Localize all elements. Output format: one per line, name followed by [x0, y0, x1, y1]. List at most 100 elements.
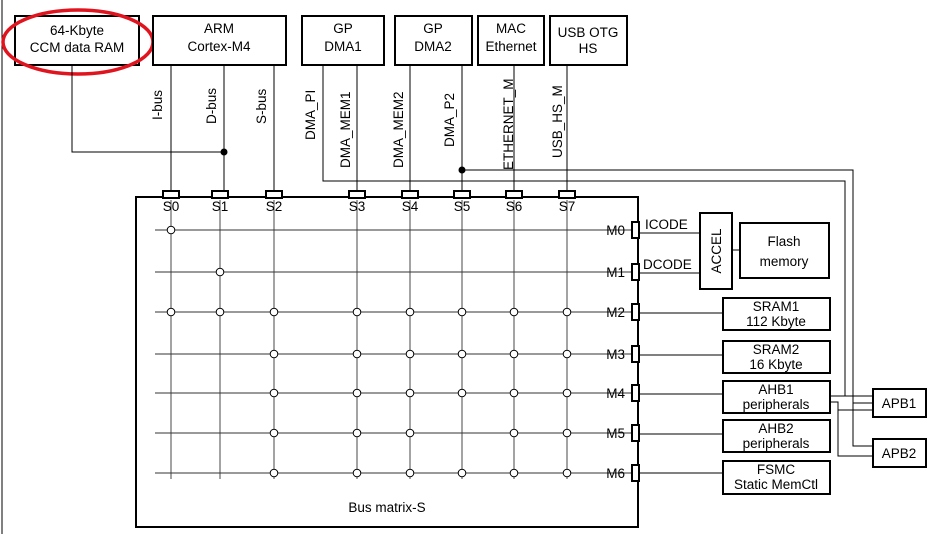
- flash-memory-box: Flash memory: [739, 222, 830, 279]
- crossbar-node: [562, 349, 572, 359]
- dma-p2-apb2-line: [852, 403, 873, 447]
- gp-dma1-box: GP DMA1: [301, 15, 385, 66]
- usb-label-line2: HS: [579, 41, 598, 56]
- slave-port-tab: [558, 190, 576, 199]
- slave-port-tab: [348, 190, 366, 199]
- slave-port-label: S7: [559, 199, 576, 214]
- crossbar-node: [457, 307, 467, 317]
- master-port-label: M3: [606, 347, 625, 362]
- crossbar-node: [509, 349, 519, 359]
- ahb1-peripherals-box: AHB1 peripherals: [638, 380, 831, 414]
- flash-label-line2: memory: [760, 254, 809, 269]
- ibus-label: I-bus: [150, 90, 165, 120]
- master-port-tab: [631, 221, 640, 239]
- crossbar-node: [562, 388, 572, 398]
- ahb1-apb1-feed-line: [830, 401, 873, 411]
- usb-otg-hs-box: USB OTG HS: [549, 15, 628, 66]
- icode-label: ICODE: [645, 217, 688, 232]
- dma-pi-line: [322, 65, 873, 397]
- crossbar-node: [562, 428, 572, 438]
- crossbar-node: [405, 307, 415, 317]
- bus-matrix-label: Bus matrix-S: [348, 500, 425, 515]
- ethernet-m-label: ETHERNET_M: [501, 78, 516, 170]
- usb-label-line1: USB OTG: [558, 25, 619, 40]
- master-port-label: M0: [606, 223, 625, 238]
- accel-box: ACCEL: [699, 212, 733, 290]
- crossbar-node: [562, 468, 572, 478]
- slave-port-label: S3: [349, 199, 366, 214]
- dma-p2-junction-dot: [458, 166, 466, 174]
- sram1-label-line1: SRAM1: [753, 299, 800, 314]
- slave-port-tab: [401, 190, 419, 199]
- dma-mem1-label: DMA_MEM1: [338, 91, 353, 168]
- crossbar-node: [269, 307, 279, 317]
- fsmc-box: FSMC Static MemCtl: [638, 460, 831, 495]
- crossbar-node: [509, 468, 519, 478]
- crossbar-node: [562, 307, 572, 317]
- slave-port-label: S0: [163, 199, 180, 214]
- slave-port-tab: [505, 190, 523, 199]
- crossbar-node: [509, 307, 519, 317]
- fsmc-label-line1: FSMC: [757, 462, 795, 477]
- crossbar-node: [509, 428, 519, 438]
- slave-port-label: S5: [454, 199, 471, 214]
- master-port-tab: [631, 464, 640, 482]
- apb2-label: APB2: [882, 446, 917, 461]
- dma-p2-label: DMA_P2: [442, 93, 457, 147]
- dma1-label-line1: GP: [333, 21, 353, 36]
- sram2-box: SRAM2 16 Kbyte: [638, 340, 831, 374]
- crossbar-node: [405, 428, 415, 438]
- crossbar-node: [166, 307, 176, 317]
- dma2-label-line2: DMA2: [414, 39, 452, 54]
- accel-label: ACCEL: [709, 228, 724, 274]
- crossbar-node: [215, 267, 225, 277]
- crossbar-nodes: [166, 225, 572, 478]
- slave-port-label: S6: [506, 199, 523, 214]
- master-port-label: M6: [606, 466, 625, 481]
- master-port-label: M2: [606, 305, 625, 320]
- dma-mem2-label: DMA_MEM2: [391, 91, 406, 168]
- dma-pi-label: DMA_PI: [303, 90, 318, 140]
- ccm-to-dbus-line: [71, 65, 224, 153]
- crossbar-node: [269, 388, 279, 398]
- usb-hs-m-label: USB_HS_M: [550, 85, 565, 158]
- arm-label-line2: Cortex-M4: [187, 39, 251, 54]
- dbus-label: D-bus: [204, 88, 219, 124]
- slave-port-label: S2: [266, 199, 283, 214]
- fsmc-label-line2: Static MemCtl: [734, 477, 818, 492]
- crossbar-node: [352, 388, 362, 398]
- ahb1-apb2-feed-line: [837, 410, 873, 457]
- mac-label-line2: Ethernet: [485, 39, 536, 54]
- slave-port-tab: [211, 190, 229, 199]
- dma1-label-line2: DMA1: [324, 39, 362, 54]
- crossbar-node: [166, 225, 176, 235]
- master-port-label: M1: [606, 265, 625, 280]
- crossbar-node: [269, 468, 279, 478]
- master-port-tab: [631, 263, 640, 281]
- sram1-box: SRAM1 112 Kbyte: [638, 297, 831, 331]
- bus-matrix-box: [135, 196, 639, 528]
- dcode-label: DCODE: [643, 257, 692, 272]
- crossbar-node: [215, 307, 225, 317]
- crossbar-node: [269, 428, 279, 438]
- apb1-box: APB1: [872, 388, 927, 418]
- crossbar-node: [509, 388, 519, 398]
- crossbar-node: [405, 388, 415, 398]
- slave-port-label: S4: [402, 199, 419, 214]
- master-port-label: M4: [606, 386, 625, 401]
- apb2-box: APB2: [872, 438, 927, 468]
- crossbar-node: [405, 468, 415, 478]
- dma2-label-line1: GP: [423, 21, 443, 36]
- sram2-label-line1: SRAM2: [753, 342, 800, 357]
- ahb2-peripherals-box: AHB2 peripherals: [638, 419, 831, 453]
- ccm-label-line2: CCM data RAM: [30, 40, 125, 55]
- slave-port-tab: [162, 190, 180, 199]
- apb1-label: APB1: [882, 396, 917, 411]
- crossbar-node: [352, 349, 362, 359]
- ahb1-label-line1: AHB1: [758, 382, 793, 397]
- sram1-label-line2: 112 Kbyte: [746, 314, 806, 329]
- crossbar-node: [457, 349, 467, 359]
- dma-p2-apb-line: [462, 169, 873, 404]
- crossbar-node: [269, 349, 279, 359]
